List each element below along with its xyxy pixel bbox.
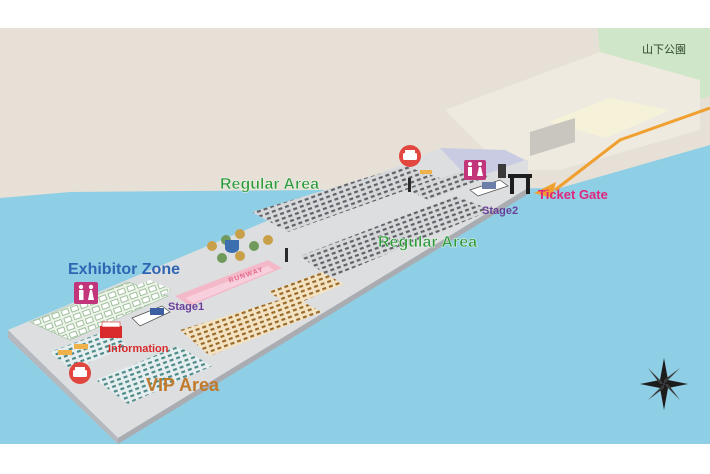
compass-icon (640, 358, 688, 410)
white-band-top (0, 0, 710, 28)
seat-block-vip (180, 296, 322, 356)
plaza (445, 52, 700, 170)
stage2-truck (482, 182, 496, 189)
park-name-label: 山下公園 (642, 43, 686, 56)
plaza-inner (548, 98, 670, 138)
vip-area-label: VIP Area (146, 375, 220, 395)
restroom-icon (464, 160, 486, 180)
stage2-label: Stage2 (482, 205, 519, 217)
runway-center (185, 266, 274, 303)
pier-edge (8, 330, 118, 444)
regular-area-south-label: Regular Area (378, 234, 477, 251)
food-icon (69, 362, 91, 384)
gate-building (530, 118, 575, 156)
exhibitor-booths-2 (100, 280, 172, 312)
entry-arrow-icon (554, 106, 710, 192)
white-band-bottom (0, 444, 710, 474)
ticket-gate-label: Ticket Gate (538, 187, 608, 202)
information-booth (100, 326, 122, 338)
seat-block-center (268, 272, 344, 306)
pole-1 (408, 178, 411, 192)
exhibitor-zone-label: Exhibitor Zone (68, 261, 180, 278)
stage1-label: Stage1 (168, 301, 205, 313)
food-icon (399, 145, 421, 167)
entry-arrow-head (534, 182, 556, 198)
ticket-gate-arch-icon (498, 164, 532, 194)
stage1-truck (150, 308, 164, 315)
information-booth-top (101, 321, 121, 328)
shop-markers (58, 170, 432, 355)
pier-edge-side (118, 188, 528, 444)
round-tables (207, 229, 273, 263)
seat-block-vip-front (96, 346, 212, 404)
seat-block-west (50, 330, 128, 370)
restroom-icon (74, 282, 98, 304)
seat-block-regular-south (300, 196, 492, 278)
center-pillar-body (225, 240, 239, 249)
seat-block-regular-north (252, 166, 440, 232)
pole-2 (285, 248, 288, 262)
information-label: Information (108, 343, 169, 355)
regular-area-north-label: Regular Area (220, 176, 319, 193)
